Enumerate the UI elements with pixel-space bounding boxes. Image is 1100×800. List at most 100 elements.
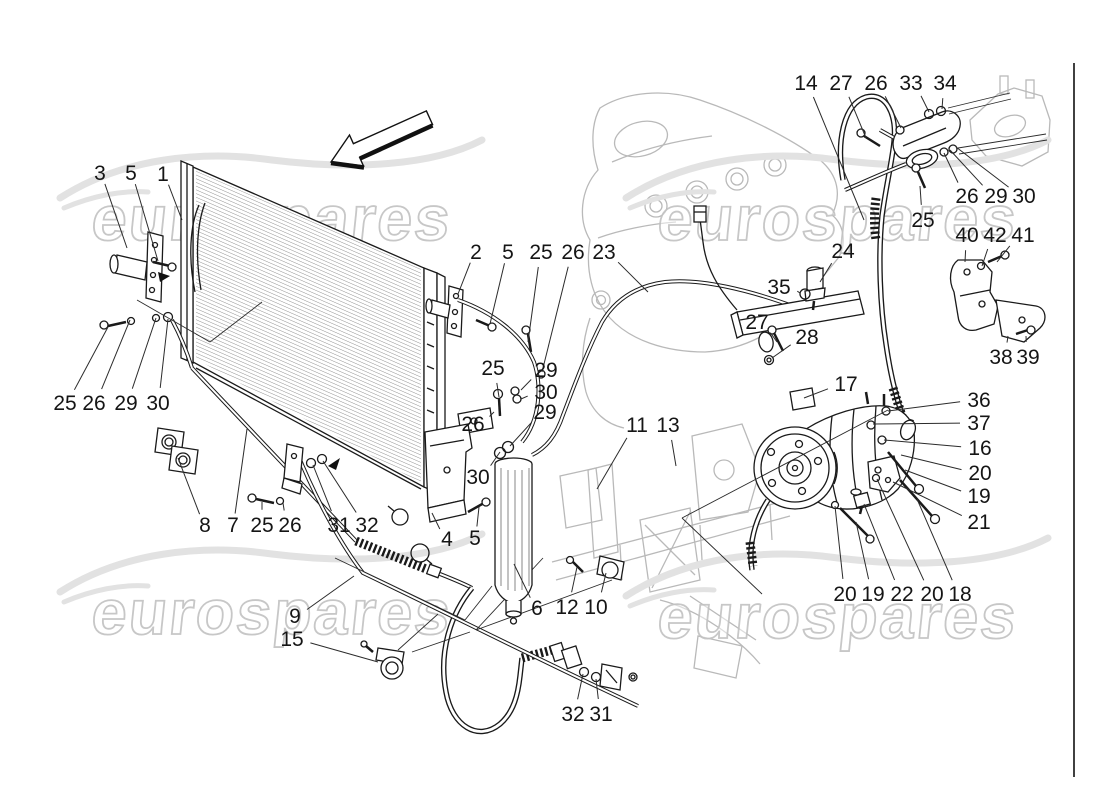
- part-number-label: 32: [355, 514, 378, 537]
- leader-line: [797, 290, 801, 294]
- callout-leader-lines: [73, 95, 1027, 700]
- part-number-label: 26: [955, 185, 978, 208]
- leader-line: [101, 319, 131, 390]
- leader-line: [104, 183, 128, 249]
- leader-line: [527, 266, 539, 343]
- part-number-label: 14: [794, 72, 818, 95]
- watermark-layer: eurospareseurospareseurospareseurospares: [56, 136, 1052, 653]
- leader-line: [476, 506, 480, 527]
- left-mount-bracket: [99, 231, 263, 369]
- leader-line: [306, 575, 355, 610]
- part-number-label: 11: [626, 414, 648, 437]
- part-number-label: 31: [589, 703, 612, 726]
- part-number-label: 19: [861, 583, 884, 606]
- leader-line: [177, 457, 201, 515]
- leader-line: [887, 401, 961, 412]
- leader-line: [943, 152, 959, 183]
- leader-line: [884, 96, 902, 129]
- part-number-label: 29: [534, 359, 557, 382]
- compressor: [681, 391, 941, 595]
- part-number-label: 3: [94, 162, 106, 185]
- leader-line: [848, 96, 867, 139]
- part-number-label: 32: [561, 703, 584, 726]
- part-number-label: 9: [289, 605, 301, 628]
- part-number-label: 20: [968, 462, 991, 485]
- leader-line: [955, 146, 1009, 188]
- leader-line: [596, 437, 628, 490]
- part-number-label: 25: [911, 209, 934, 232]
- part-number-label: 26: [461, 413, 484, 436]
- leader-line: [876, 478, 925, 581]
- part-number-label: 1: [157, 163, 169, 186]
- leader-line: [892, 481, 963, 517]
- part-number-label: 12: [555, 596, 578, 619]
- condenser-outlet-pipe: [190, 366, 473, 590]
- leader-line: [509, 422, 532, 447]
- part-number-label: 26: [864, 72, 887, 95]
- part-number-label: 5: [502, 241, 514, 264]
- leader-line: [490, 451, 501, 466]
- leader-line: [595, 678, 599, 700]
- part-number-label: 29: [984, 185, 1007, 208]
- leader-line: [541, 266, 569, 373]
- leader-line: [900, 454, 962, 471]
- part-number-label: 31: [327, 514, 350, 537]
- leader-line: [168, 184, 183, 221]
- bottom-u-hose: [440, 586, 638, 735]
- leader-line: [310, 642, 379, 663]
- part-number-label: 41: [1011, 224, 1034, 247]
- leader-line: [834, 505, 844, 579]
- direction-arrow-icon: [329, 109, 434, 170]
- leader-line: [131, 317, 157, 389]
- part-number-label: 26: [278, 514, 301, 537]
- watermark: eurospares: [622, 534, 1052, 653]
- pipe-clamp: [565, 555, 625, 581]
- condenser: [180, 160, 446, 497]
- leader-line: [883, 439, 962, 448]
- leader-line: [919, 185, 922, 205]
- part-number-label: 25: [481, 357, 504, 380]
- part-number-label: 30: [1012, 185, 1035, 208]
- leader-line: [769, 332, 778, 343]
- leader-line: [941, 98, 944, 110]
- leader-line: [234, 428, 248, 514]
- part-number-label: 39: [1016, 346, 1039, 369]
- part-number-label: 20: [920, 583, 943, 606]
- leader-line: [904, 469, 962, 492]
- part-number-label: 20: [833, 583, 856, 606]
- part-number-label: 27: [829, 72, 852, 95]
- leader-line: [322, 460, 357, 513]
- part-number-label: 4: [441, 528, 453, 551]
- leader-line: [981, 248, 989, 267]
- underbody-pipe: [154, 427, 639, 708]
- junction-block: [693, 205, 865, 411]
- part-number-label: 38: [989, 346, 1012, 369]
- leader-line: [863, 503, 896, 581]
- part-number-label: 5: [125, 162, 137, 185]
- leader-line: [600, 572, 607, 593]
- leader-line: [916, 498, 953, 581]
- part-number-label: 18: [948, 583, 971, 606]
- part-number-label: 36: [967, 389, 990, 412]
- part-number-label: 15: [280, 628, 303, 651]
- leader-line: [312, 464, 332, 512]
- part-number-label: 34: [933, 72, 957, 95]
- leader-line: [872, 422, 961, 425]
- part-number-label: 40: [955, 224, 978, 247]
- part-number-label: 37: [967, 412, 990, 435]
- part-number-label: 5: [469, 527, 481, 550]
- part-number-label: 25: [53, 392, 76, 415]
- part-number-label: 8: [199, 514, 211, 537]
- leader-line: [282, 502, 285, 511]
- part-number-label: 30: [534, 381, 557, 404]
- leader-line: [949, 149, 983, 186]
- leader-line: [996, 245, 1011, 263]
- part-number-label: 33: [899, 72, 922, 95]
- leader-line: [159, 318, 169, 388]
- leader-line: [134, 183, 159, 262]
- leader-line: [489, 263, 505, 325]
- leader-line: [671, 439, 677, 467]
- leader-line: [819, 262, 833, 283]
